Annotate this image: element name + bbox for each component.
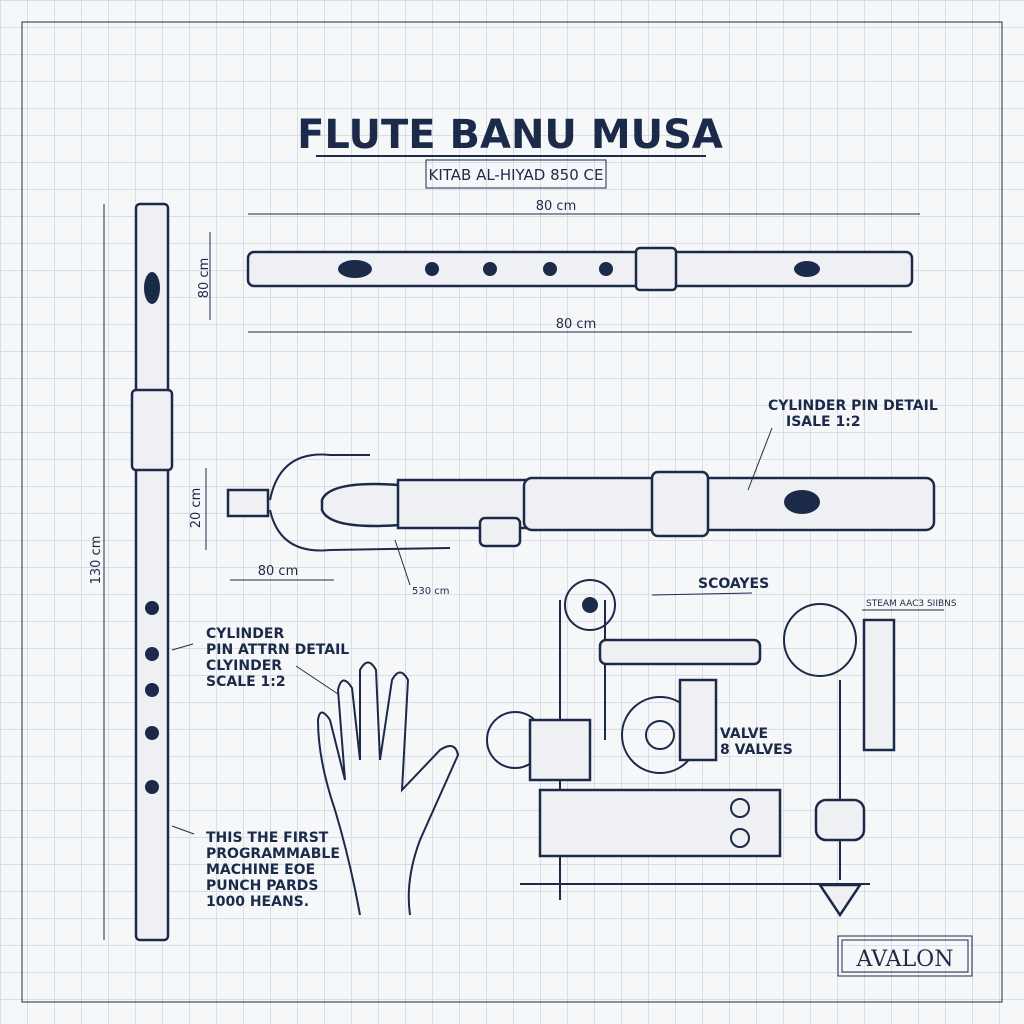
svg-text:AVALON: AVALON: [856, 947, 954, 972]
subtitle-box: [425, 159, 607, 189]
dim-vertical-length: 130 cm: [89, 536, 104, 585]
svg-text:8 VALVES: 8 VALVES: [720, 742, 793, 758]
svg-text:PIN ATTRN DETAIL: PIN ATTRN DETAIL: [206, 642, 349, 658]
dim-top-height: 80 cm: [197, 258, 212, 299]
dim-bottom-length: 80 cm: [556, 317, 597, 332]
machine-mechanism: [486, 579, 896, 918]
svg-text:1000 HEANS.: 1000 HEANS.: [206, 894, 309, 910]
avalon-logo: AVALON: [837, 935, 973, 977]
svg-text:PROGRAMMABLE: PROGRAMMABLE: [206, 846, 340, 862]
drawing-title: FLUTE BANU MUSA: [297, 112, 723, 158]
drawing-border: [21, 21, 1003, 1003]
note-text: THIS THE FIRST PROGRAMMABLE MACHINE EOE …: [206, 830, 340, 910]
dim-mid-height: 20 cm: [189, 488, 204, 529]
dim-mid-length: 80 cm: [258, 564, 299, 579]
flute-top-view: 80 cm 80 cm 80 cm: [197, 199, 920, 333]
label-scoayes: SCOAYES: [698, 576, 769, 592]
svg-text:PUNCH PARDS: PUNCH PARDS: [206, 878, 319, 894]
dim-top-length: 80 cm: [536, 199, 577, 214]
label-valve: VALVE 8 VALVES: [720, 726, 793, 758]
svg-text:MACHINE EOE: MACHINE EOE: [206, 862, 315, 878]
label-cylinder-pin-detail: CYLINDER PIN DETAIL: [768, 398, 938, 414]
svg-text:VALVE: VALVE: [720, 726, 768, 742]
dim-mid-callout: 530 cm: [412, 586, 450, 597]
svg-text:THIS THE FIRST: THIS THE FIRST: [206, 830, 329, 846]
label-steam: STEAM AAC3 SIIBNS: [866, 599, 957, 609]
flute-vertical-view: 130 cm: [89, 202, 174, 942]
svg-text:CYLINDER: CYLINDER: [206, 626, 284, 642]
flute-mechanism-view: 20 cm 80 cm 530 cm: [189, 453, 936, 597]
svg-text:CLYINDER: CLYINDER: [206, 658, 282, 674]
label-left-detail: CYLINDER PIN ATTRN DETAIL CLYINDER SCALE…: [206, 626, 349, 690]
label-cylinder-pin-scale: ISALE 1:2: [786, 414, 861, 430]
drawing-subtitle: KITAB AL-HIYAD 850 CE: [429, 166, 604, 184]
hand-sketch: [316, 661, 460, 916]
svg-text:SCALE 1:2: SCALE 1:2: [206, 674, 286, 690]
